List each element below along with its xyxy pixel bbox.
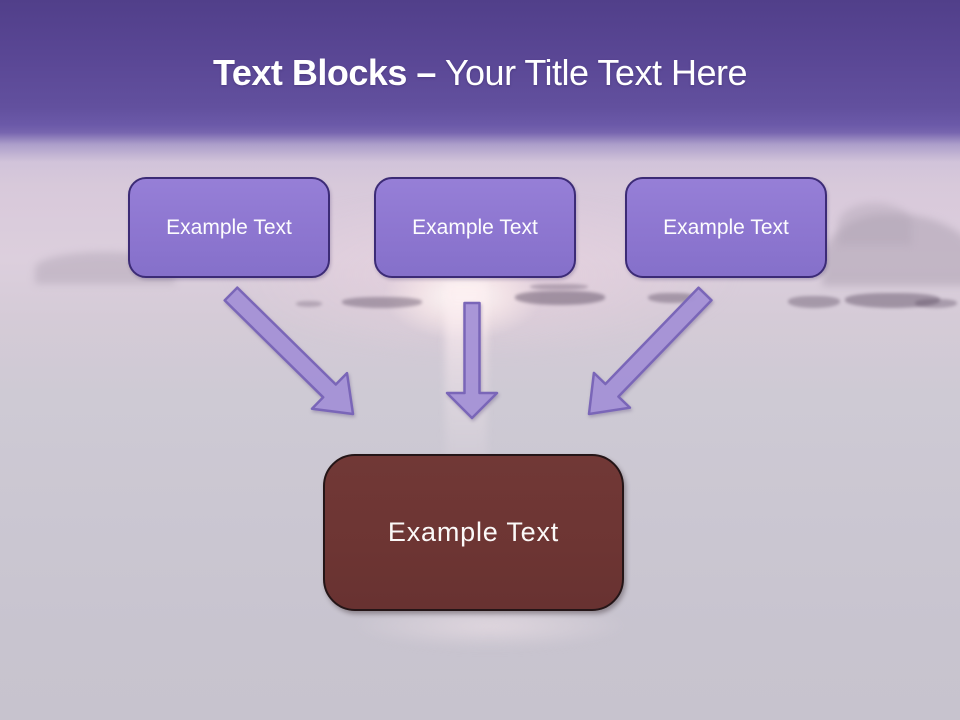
result-block: Example Text xyxy=(323,454,624,611)
text-block-2: Example Text xyxy=(374,177,576,278)
title-primary: Text Blocks xyxy=(213,52,407,93)
result-block-label: Example Text xyxy=(387,517,560,547)
header-gradient-band xyxy=(0,0,960,195)
slide-title: Text Blocks – Your Title Text Here xyxy=(0,52,960,94)
arrow-down-left-icon xyxy=(587,286,713,416)
text-block-1-label: Example Text xyxy=(166,215,292,239)
arrow-down-icon xyxy=(445,301,499,420)
text-block-3-label: Example Text xyxy=(663,215,789,239)
title-separator: – xyxy=(416,52,436,93)
text-block-3: Example Text xyxy=(625,177,827,278)
text-block-1: Example Text xyxy=(128,177,330,278)
text-block-2-label: Example Text xyxy=(412,215,538,239)
title-secondary: Your Title Text Here xyxy=(444,52,748,93)
arrow-down-right-icon xyxy=(223,286,355,416)
